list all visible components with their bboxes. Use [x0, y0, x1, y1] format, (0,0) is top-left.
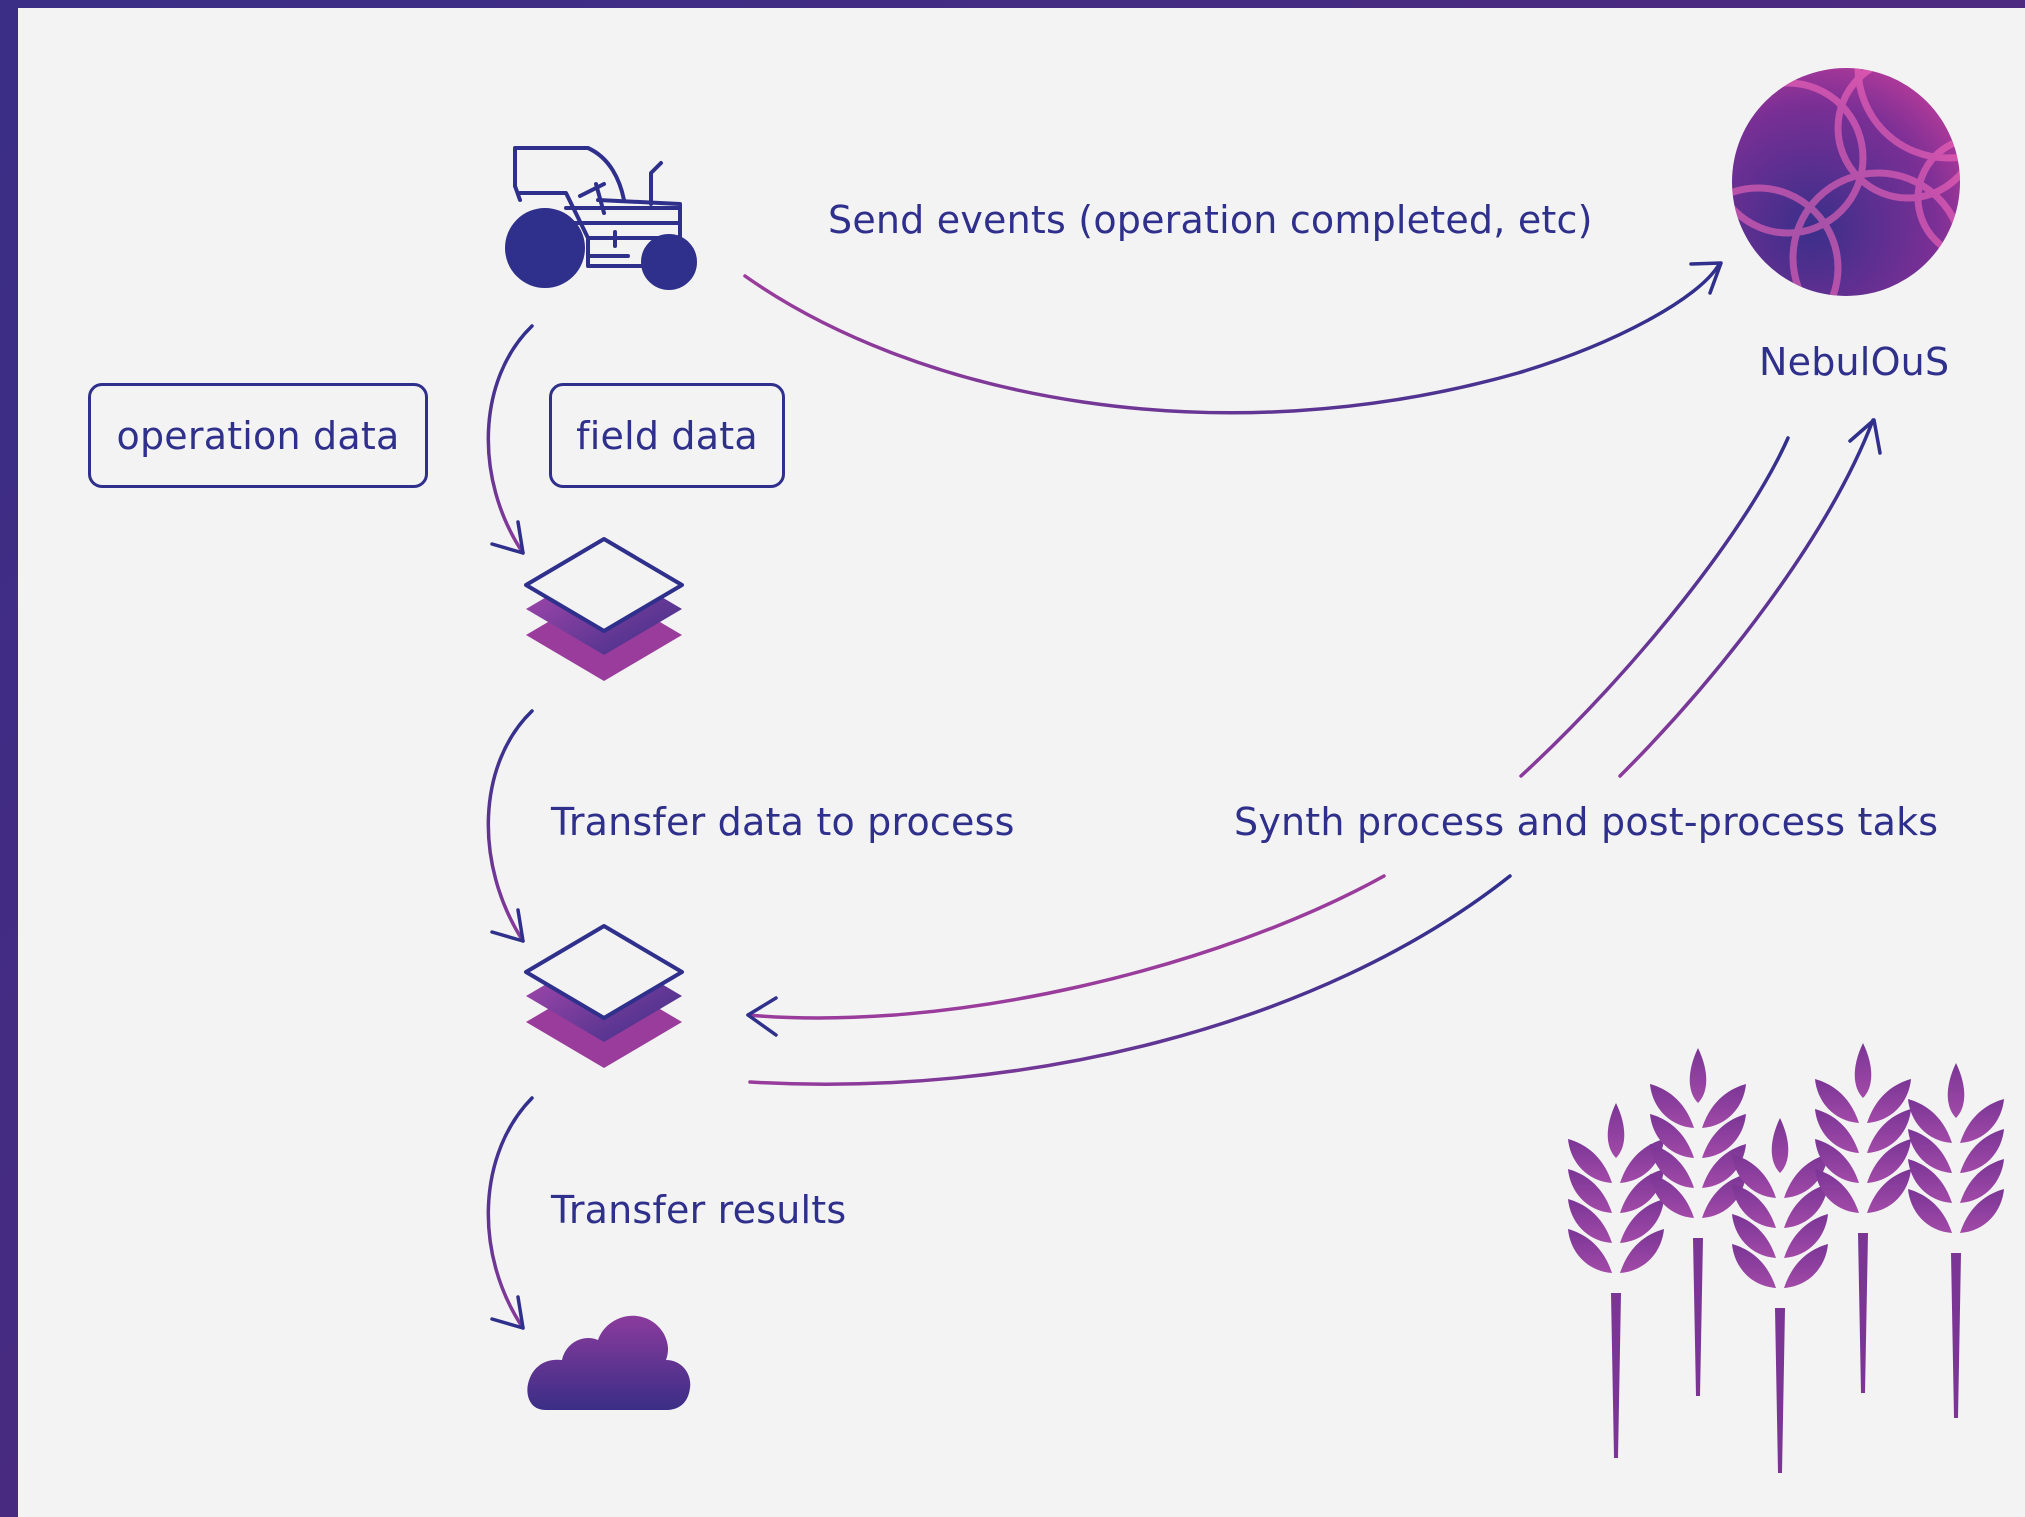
wheat-icon [1568, 1043, 2004, 1473]
field-data-box: field data [549, 383, 785, 488]
diagram-graphics [486, 68, 2004, 1473]
cloud-icon [527, 1315, 691, 1410]
nebulous-label: NebulOuS [1759, 340, 1950, 384]
arrow-send-events [743, 264, 1720, 415]
transfer-results-label: Transfer results [551, 1188, 847, 1232]
diagram-canvas: Send events (operation completed, etc) N… [18, 8, 2025, 1517]
send-events-label: Send events (operation completed, etc) [828, 198, 1593, 242]
arrow-nebulous-to-synth [1519, 436, 1790, 778]
arrow-tractor-to-data [486, 324, 534, 555]
data-layers-icon [524, 537, 684, 681]
arrow-synth-to-nebulous [1618, 418, 1875, 778]
arrow-transfer-data [486, 709, 534, 943]
synth-process-label: Synth process and post-process taks [1234, 800, 1939, 844]
arrow-data-to-synth [748, 874, 1512, 1086]
operation-data-label: operation data [116, 413, 400, 458]
tractor-icon [505, 146, 697, 290]
field-data-label: field data [576, 413, 758, 458]
nebulous-logo-icon [1732, 68, 1960, 296]
data-layers-icon [524, 924, 684, 1068]
arrow-transfer-results [486, 1096, 534, 1330]
transfer-data-label: Transfer data to process [551, 800, 1015, 844]
arrow-synth-to-data [746, 874, 1386, 1020]
operation-data-box: operation data [88, 383, 428, 488]
